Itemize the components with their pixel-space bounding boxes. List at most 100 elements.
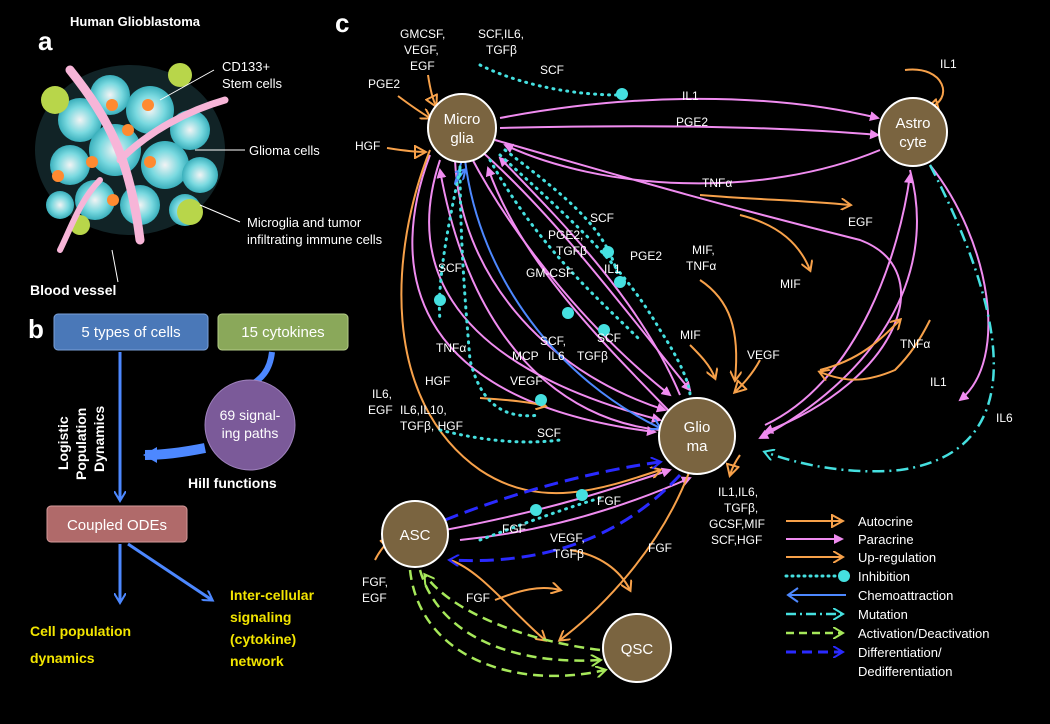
odes-to-network-arrow <box>127 542 212 600</box>
hill-functions-label: Hill functions <box>188 475 277 491</box>
inhibition-dots <box>434 88 628 516</box>
edge-astrocyte-glioma <box>758 169 918 439</box>
edge-diff-asc-glioma <box>444 462 660 522</box>
lbl-scf-top: SCF <box>540 63 564 77</box>
microglia-callout-2: infiltrating immune cells <box>247 232 383 247</box>
glioblastoma-illustration <box>35 63 229 253</box>
lbl-gmcsf-1: GMCSF, <box>400 27 445 41</box>
lbl-tnfa-left: TNFα <box>436 341 466 355</box>
lbl-scf-left: SCF <box>438 261 462 275</box>
stem-cells-callout-1: CD133+ <box>222 59 270 74</box>
legend-upregulation: Up-regulation <box>786 550 936 565</box>
lbl-il6il10-1: IL6,IL10, <box>400 403 447 417</box>
edge-vegf-right <box>735 359 761 392</box>
lbl-vegf-left: VEGF <box>510 374 543 388</box>
inhibition-center-2 <box>498 153 692 397</box>
lbl-il1il6-3: GCSF,MIF <box>709 517 765 531</box>
panel-c: c <box>335 8 1013 683</box>
node-asc-label: ASC <box>400 527 431 544</box>
node-astrocyte-line2: cyte <box>899 134 927 151</box>
panel-c-letter: c <box>335 8 349 38</box>
lbl-fgf-asc: FGF <box>502 522 526 536</box>
lbl-fgfegf-1: FGF, <box>362 575 388 589</box>
logistic-line1: Logistic <box>55 416 71 470</box>
node-glioma: Glio ma <box>658 397 736 475</box>
edge-activation-1 <box>418 569 600 661</box>
lbl-gmcsf-3: EGF <box>410 59 435 73</box>
out-network-3: (cytokine) <box>230 631 296 647</box>
lbl-scf-low: SCF <box>537 426 561 440</box>
inhibition-center-3 <box>503 148 622 287</box>
signaling-paths-line1: 69 signal- <box>220 407 281 423</box>
edge-microglia-astrocyte-pge2 <box>499 125 880 140</box>
edge-chemo-1 <box>464 159 660 428</box>
lbl-il1il6-4: SCF,HGF <box>711 533 762 547</box>
edge-mif-center <box>689 344 715 378</box>
node-microglia-line2: glia <box>450 130 474 147</box>
lbl-il1il6-2: TGFβ, <box>724 501 758 515</box>
out-network-1: Inter-cellular <box>230 587 315 603</box>
edge-astrocyte-il6 <box>929 164 990 402</box>
lbl-hgf-left: HGF <box>355 139 380 153</box>
lbl-scfil6-mid-1: SCF, <box>540 334 566 348</box>
lbl-scfil6-mid-2: IL6 <box>548 349 565 363</box>
lbl-vegftgf-2: TGFβ <box>553 547 584 561</box>
inhibition-fgf <box>478 496 602 542</box>
legend-dedifferentiation-label: Dedifferentiation <box>858 664 952 679</box>
glioma-cells-callout: Glioma cells <box>249 143 320 158</box>
legend-inhibition-label: Inhibition <box>858 569 910 584</box>
lbl-mif-center: MIF <box>680 328 701 342</box>
legend: Autocrine Paracrine Up-regulation Inhibi… <box>784 514 990 679</box>
edge-microglia-glioma-mif <box>494 139 902 434</box>
lbl-egf-right: EGF <box>848 215 873 229</box>
microglia-callout-1: Microglia and tumor <box>247 215 362 230</box>
edge-microglia-astrocyte-il1 <box>499 97 880 122</box>
odes-box <box>46 505 188 543</box>
inhibition-top <box>478 63 622 97</box>
lbl-pge2-top: PGE2 <box>676 115 708 129</box>
lbl-pge2tgf-1: PGE2, <box>548 228 583 242</box>
lbl-fgf-low: FGF <box>466 591 490 605</box>
cells-box-label: 5 types of cells <box>81 324 180 341</box>
signaling-paths-line2: ing paths <box>222 425 279 441</box>
legend-differentiation: Differentiation/ Dedifferentiation <box>786 645 952 679</box>
lbl-hgf-left2: HGF <box>425 374 450 388</box>
edge-tnfa-up <box>699 194 850 205</box>
edge-gmcsf-microglia <box>428 74 436 106</box>
inhibition-left <box>458 158 542 418</box>
edge-hgf-microglia <box>386 148 425 152</box>
node-qsc: QSC <box>602 613 672 683</box>
signaling-paths-circle <box>204 379 296 471</box>
edge-il1-right <box>820 319 931 380</box>
lbl-il1-mid: IL1 <box>604 262 621 276</box>
inhibition-scf-low <box>438 428 562 444</box>
lbl-tgfb-center: TGFβ <box>577 349 608 363</box>
cells-box <box>53 313 209 351</box>
edge-astrocyte-microglia <box>503 143 881 185</box>
lbl-gmcsf-2: VEGF, <box>404 43 439 57</box>
lbl-scfil6-1: SCF,IL6, <box>478 27 524 41</box>
lbl-il6-right: IL6 <box>996 411 1013 425</box>
panel-a-letter: a <box>38 26 53 56</box>
node-qsc-label: QSC <box>621 641 654 658</box>
edge-il1il6-glioma <box>730 454 741 475</box>
edge-microglia-glioma-e <box>411 154 657 436</box>
edge-activation-3 <box>408 569 605 676</box>
legend-autocrine: Autocrine <box>786 514 913 529</box>
lbl-pge2-mid: PGE2 <box>630 249 662 263</box>
edge-microglia-glioma-b <box>469 154 672 397</box>
legend-autocrine-label: Autocrine <box>858 514 913 529</box>
edge-glioma-microglia-c <box>498 156 681 396</box>
lbl-tnfa-right: TNFα <box>900 337 930 351</box>
legend-chemoattraction-label: Chemoattraction <box>858 588 953 603</box>
paths-to-odes-arrow <box>143 443 206 463</box>
legend-activation: Activation/Deactivation <box>786 626 990 641</box>
edge-asc-qsc <box>449 559 545 640</box>
lbl-mif-tnf-2: TNFα <box>686 259 716 273</box>
panel-a: a Human Glioblastoma <box>30 14 383 298</box>
stem-cells-callout-2: Stem cells <box>222 76 282 91</box>
edge-activation-2 <box>425 575 601 652</box>
lbl-fgf-mid: FGF <box>648 541 672 555</box>
panel-a-title: Human Glioblastoma <box>70 14 201 29</box>
